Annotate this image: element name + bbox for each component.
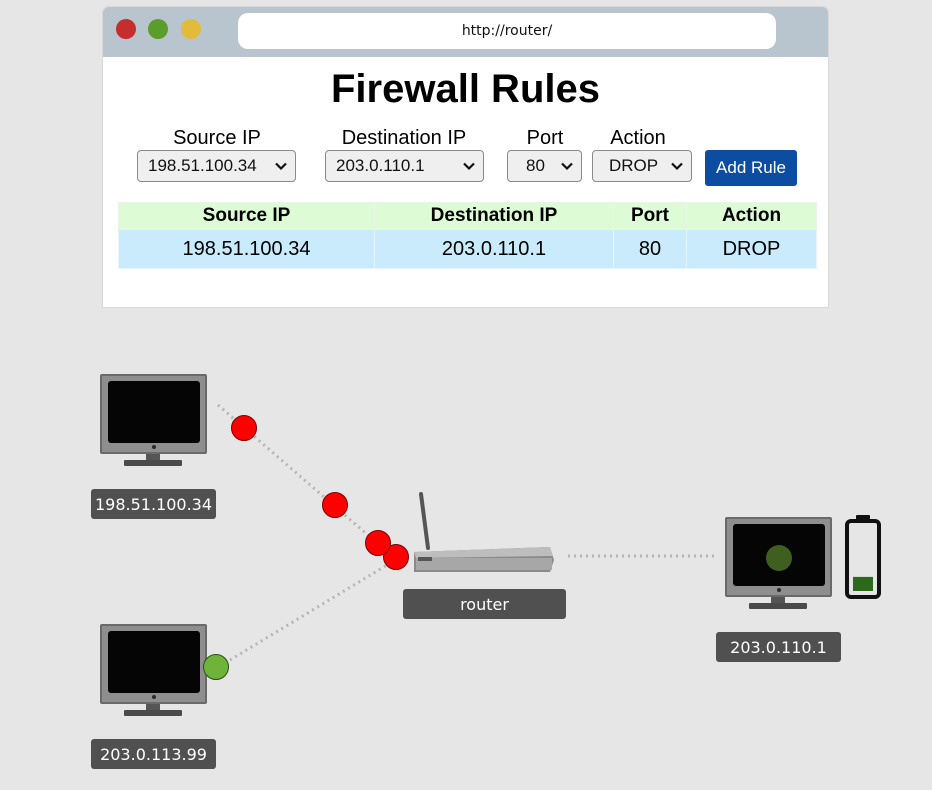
host-label-bottom-left: 203.0.113.99 [91, 739, 216, 769]
battery-fill [853, 576, 873, 591]
blocked-packet [365, 530, 391, 556]
table-row: 198.51.100.34 203.0.110.1 80 DROP [118, 229, 817, 269]
router-label: router [403, 589, 566, 619]
port-select[interactable]: 80 [507, 150, 582, 182]
router-icon[interactable] [414, 492, 554, 572]
destination-ip-select-value: 203.0.110.1 [336, 156, 425, 175]
browser-window: http://router/ Firewall Rules Source IP … [103, 7, 828, 307]
action-select-value: DROP [609, 156, 659, 175]
port-select-value: 80 [526, 156, 545, 175]
cell-destination-ip: 203.0.110.1 [374, 229, 614, 269]
column-header-source-ip: Source IP [118, 202, 375, 230]
action-select[interactable]: DROP [592, 150, 692, 182]
chevron-down-icon [275, 162, 287, 171]
source-ip-label: Source IP [173, 127, 261, 149]
rules-table: Source IP Destination IP Port Action 198… [118, 202, 817, 269]
column-header-destination-ip: Destination IP [374, 202, 614, 230]
table-header-row: Source IP Destination IP Port Action [118, 202, 817, 230]
chevron-down-icon [561, 162, 573, 171]
action-label: Action [610, 127, 666, 149]
source-ip-select[interactable]: 198.51.100.34 [137, 150, 296, 182]
chevron-down-icon [463, 162, 475, 171]
blocked-packet [231, 415, 257, 441]
destination-ip-label: Destination IP [341, 127, 467, 149]
host-label-top-left: 198.51.100.34 [91, 489, 216, 519]
column-header-port: Port [613, 202, 687, 230]
url-text: http://router/ [461, 23, 553, 39]
browser-titlebar: http://router/ [103, 7, 828, 57]
source-ip-select-value: 198.51.100.34 [148, 156, 257, 175]
monitor-icon[interactable] [100, 624, 207, 716]
maximize-window-button[interactable] [148, 19, 168, 39]
cell-action: DROP [686, 229, 817, 269]
add-rule-button[interactable]: Add Rule [705, 150, 797, 186]
server-status-indicator [766, 545, 792, 571]
monitor-icon[interactable] [100, 374, 207, 466]
blocked-packet [322, 492, 348, 518]
url-bar[interactable]: http://router/ [238, 13, 776, 49]
monitor-icon[interactable] [725, 517, 832, 609]
server-label: 203.0.110.1 [716, 632, 841, 662]
blocked-packet [383, 544, 409, 570]
page-title: Firewall Rules [331, 67, 600, 111]
battery-icon [845, 515, 881, 599]
link-top-host-router [217, 403, 393, 558]
allowed-packet [203, 654, 229, 680]
minimize-window-button[interactable] [181, 19, 201, 39]
link-bottom-host-router [229, 560, 393, 662]
cell-port: 80 [613, 229, 687, 269]
close-window-button[interactable] [116, 19, 136, 39]
port-label: Port [526, 127, 564, 149]
chevron-down-icon [671, 162, 683, 171]
cell-source-ip: 198.51.100.34 [118, 229, 375, 269]
destination-ip-select[interactable]: 203.0.110.1 [325, 150, 484, 182]
